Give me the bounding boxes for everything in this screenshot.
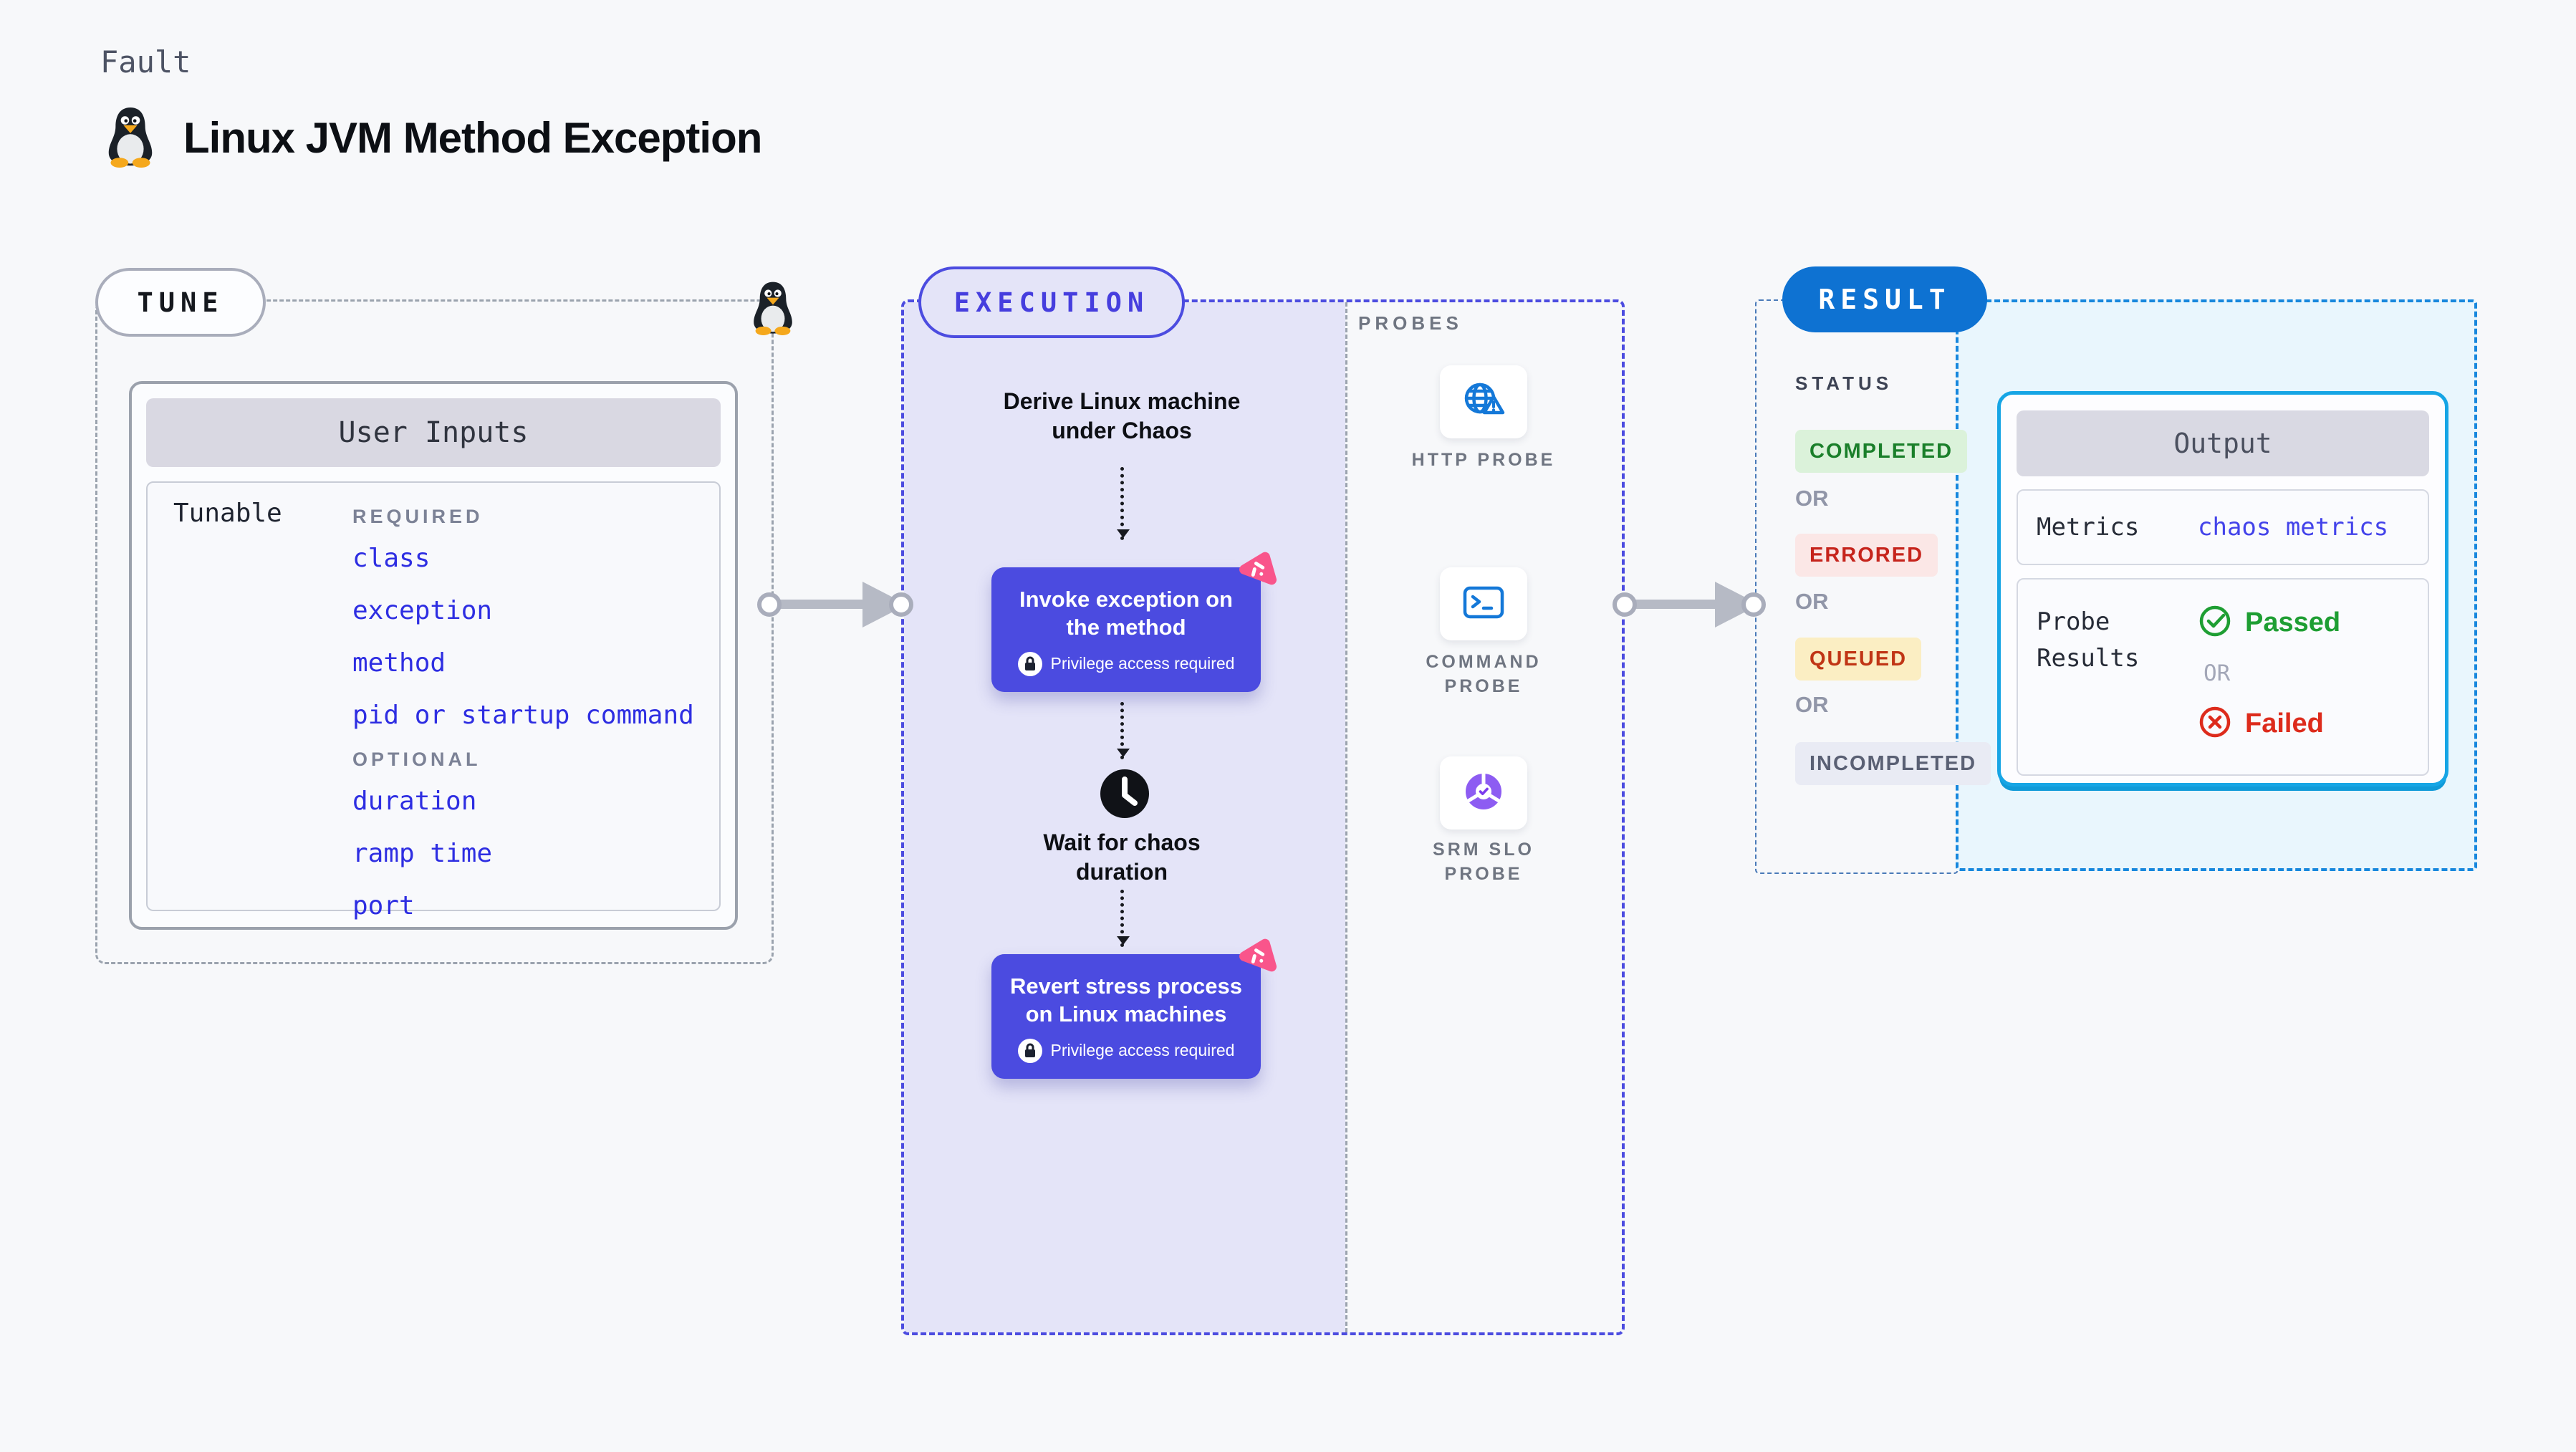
revert-stress-node[interactable]: Revert stress process on Linux machines … xyxy=(991,938,1277,1079)
probes-zone xyxy=(1345,302,1622,1332)
chaos-spark-icon xyxy=(1234,936,1280,986)
field-link-port[interactable]: port xyxy=(352,891,415,920)
metrics-row: Metrics chaos metrics xyxy=(2017,489,2429,565)
tune-badge: TUNE xyxy=(95,268,266,337)
invoke-exception-node[interactable]: Invoke exception on the method Privilege… xyxy=(991,552,1277,692)
execution-badge: EXECUTION xyxy=(918,266,1185,338)
status-or-label: OR xyxy=(1795,589,1829,614)
failed-line: Failed xyxy=(2198,705,2340,743)
fault-eyebrow-label: Fault xyxy=(100,44,191,80)
output-card: Output Metrics chaos metrics Probe Resul… xyxy=(1997,391,2448,787)
verdict-or-label: OR xyxy=(2203,660,2231,686)
flow-arrow-execution-to-result xyxy=(1613,582,1766,628)
globe-alert-icon xyxy=(1460,378,1507,426)
check-circle-icon xyxy=(2198,604,2232,642)
connector-invoke-to-wait xyxy=(1117,702,1130,759)
privilege-note-text: Privilege access required xyxy=(1050,1041,1235,1059)
user-inputs-card: User Inputs Tunable REQUIRED class excep… xyxy=(129,381,738,930)
privilege-note-text: Privilege access required xyxy=(1050,654,1235,673)
failed-label: Failed xyxy=(2245,708,2324,739)
privilege-note-row: Privilege access required xyxy=(1006,651,1246,676)
status-badge-incompleted: INCOMPLETED xyxy=(1795,742,1991,785)
field-link-class[interactable]: class xyxy=(352,544,431,573)
probes-section-label: PROBES xyxy=(1358,312,1463,334)
metrics-value-link[interactable]: chaos metrics xyxy=(2198,513,2389,542)
derive-step-text: Derive Linux machine under Chaos xyxy=(1003,388,1241,443)
wait-step-text: Wait for chaos duration xyxy=(1043,830,1201,885)
lock-icon xyxy=(1017,1038,1042,1063)
connector-derive-to-invoke xyxy=(1117,467,1130,540)
output-title: Output xyxy=(2017,410,2429,476)
status-or-label: OR xyxy=(1795,486,1829,511)
metrics-label: Metrics xyxy=(2037,513,2140,542)
tune-section-container xyxy=(95,299,774,964)
field-link-method[interactable]: method xyxy=(352,648,446,678)
field-link-pid-or-startup-command[interactable]: pid or startup command xyxy=(352,701,694,730)
probe-verdicts: Passed OR Failed xyxy=(2198,604,2340,774)
lock-icon xyxy=(1017,651,1042,676)
tunable-fields: REQUIRED class exception method pid or s… xyxy=(352,499,694,920)
status-badge-queued: QUEUED xyxy=(1795,638,1922,681)
field-link-duration[interactable]: duration xyxy=(352,787,477,816)
field-link-exception[interactable]: exception xyxy=(352,596,493,625)
chaos-spark-icon xyxy=(1234,549,1280,599)
passed-label: Passed xyxy=(2245,607,2341,638)
page-title: Linux JVM Method Exception xyxy=(183,114,762,162)
x-circle-icon xyxy=(2198,705,2232,743)
probe-results-label: Probe Results xyxy=(2037,607,2140,673)
field-link-ramp-time[interactable]: ramp time xyxy=(352,839,493,868)
http-probe-label: HTTP PROBE xyxy=(1411,450,1556,470)
probe-results-row: Probe Results Passed OR xyxy=(2017,578,2429,776)
tux-penguin-icon xyxy=(99,105,162,171)
status-label: STATUS xyxy=(1795,372,1893,394)
command-probe-card xyxy=(1440,567,1527,640)
execution-section-container xyxy=(901,299,1625,1335)
flow-arrow-tune-to-execution xyxy=(757,582,913,628)
command-probe-label: COMMAND PROBE xyxy=(1426,652,1542,696)
status-badge-errored: ERRORED xyxy=(1795,534,1938,577)
terminal-icon xyxy=(1461,582,1506,626)
tunable-row-label: Tunable xyxy=(173,499,282,528)
optional-group-label: OPTIONAL xyxy=(352,749,481,770)
slo-donut-icon xyxy=(1461,769,1506,817)
http-probe-card xyxy=(1440,365,1527,438)
tux-penguin-corner-icon xyxy=(745,278,801,340)
passed-line: Passed xyxy=(2198,604,2340,642)
connector-wait-to-revert xyxy=(1117,890,1130,947)
tunables-panel: Tunable REQUIRED class exception method … xyxy=(146,481,721,920)
srm-slo-probe-card xyxy=(1440,756,1527,830)
revert-step-text: Revert stress process on Linux machines xyxy=(1010,973,1242,1027)
privilege-note-row: Privilege access required xyxy=(1006,1038,1246,1063)
wait-clock-icon xyxy=(1099,768,1150,819)
srm-slo-probe-label: SRM SLO PROBE xyxy=(1433,840,1534,884)
page-header: Linux JVM Method Exception xyxy=(99,105,762,171)
user-inputs-title: User Inputs xyxy=(146,398,721,467)
status-or-label: OR xyxy=(1795,692,1829,717)
result-badge: RESULT xyxy=(1782,266,1987,332)
invoke-step-text: Invoke exception on the method xyxy=(1019,587,1233,640)
status-badge-completed: COMPLETED xyxy=(1795,430,1968,473)
required-group-label: REQUIRED xyxy=(352,506,484,527)
